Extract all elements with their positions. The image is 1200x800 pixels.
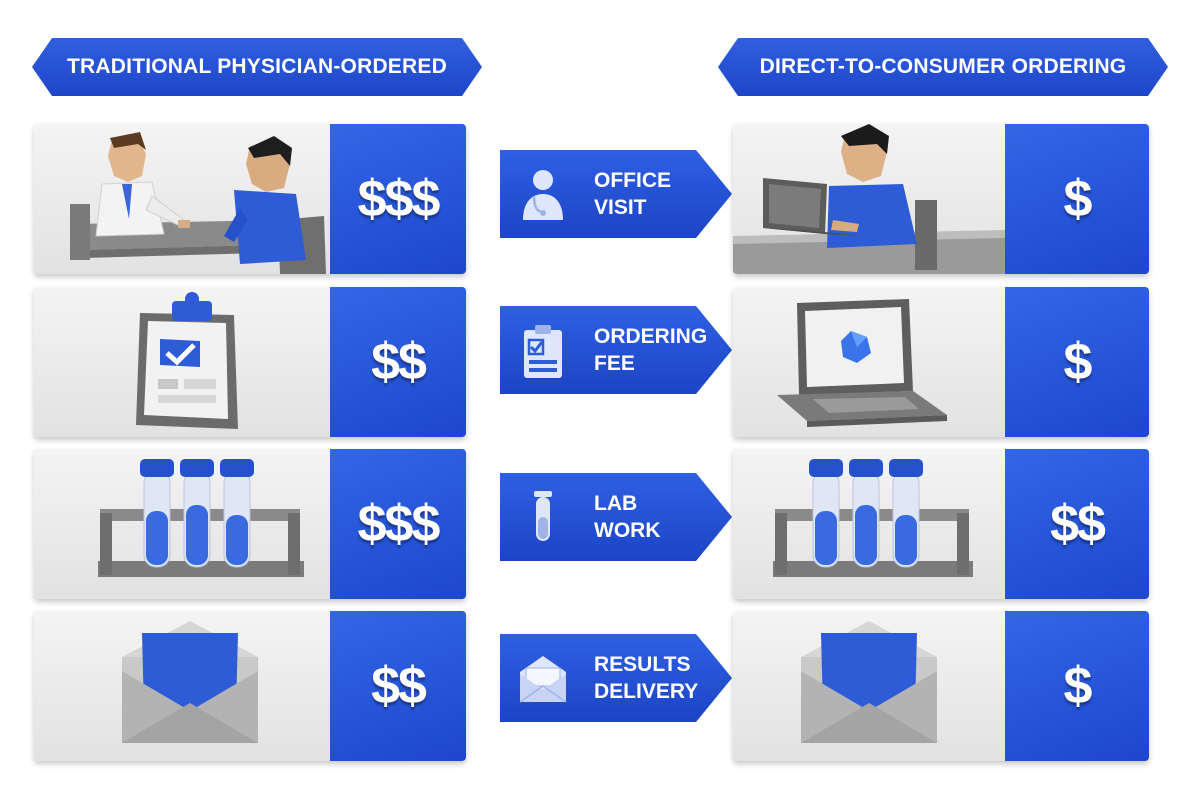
direct-office-visit-cost: $ xyxy=(1005,124,1149,274)
step-results-delivery-line1: RESULTS xyxy=(594,653,691,676)
step-lab-work-line2: WORK xyxy=(594,519,661,542)
direct-ordering-fee-cost: $ xyxy=(1005,287,1149,437)
step-lab-work-line1: LAB xyxy=(594,492,638,515)
traditional-results-delivery-cost: $$ xyxy=(330,611,466,761)
traditional-office-visit-card: $$$ xyxy=(34,124,466,274)
traditional-lab-work-cost: $$$ xyxy=(330,449,466,599)
clipboard-checklist-icon xyxy=(524,325,562,378)
test-tube-rack-icon xyxy=(34,449,330,599)
traditional-office-visit-cost: $$$ xyxy=(330,124,466,274)
traditional-ordering-fee-card: $$ xyxy=(34,287,466,437)
envelope-icon xyxy=(519,656,567,703)
test-tube-icon xyxy=(534,491,552,541)
test-tube-rack-icon xyxy=(733,449,1005,599)
direct-lab-work-cost: $$ xyxy=(1005,449,1149,599)
direct-results-delivery-cost: $ xyxy=(1005,611,1149,761)
step-office-visit-line2: VISIT xyxy=(594,196,647,219)
direct-header-label: DIRECT-TO-CONSUMER ORDERING xyxy=(759,55,1127,78)
step-results-delivery: RESULTS DELIVERY xyxy=(500,634,732,722)
step-lab-work: LAB WORK xyxy=(500,473,732,561)
step-results-delivery-line2: DELIVERY xyxy=(594,680,699,703)
traditional-header-label: TRADITIONAL PHYSICIAN-ORDERED xyxy=(67,55,447,78)
direct-ordering-fee-card: $ xyxy=(733,287,1149,437)
traditional-header-banner: TRADITIONAL PHYSICIAN-ORDERED xyxy=(32,38,482,96)
laptop-icon xyxy=(733,287,1005,437)
clipboard-checkmark-icon xyxy=(34,287,330,437)
direct-results-delivery-card: $ xyxy=(733,611,1149,761)
direct-office-visit-card: $ xyxy=(733,124,1149,274)
step-ordering-fee-line2: FEE xyxy=(594,352,635,375)
direct-header-banner: DIRECT-TO-CONSUMER ORDERING xyxy=(718,38,1168,96)
doctor-icon xyxy=(523,170,563,220)
direct-lab-work-card: $$ xyxy=(733,449,1149,599)
open-envelope-icon xyxy=(34,611,330,761)
step-ordering-fee-line1: ORDERING xyxy=(594,325,708,348)
doctor-patient-consultation-icon xyxy=(34,124,330,274)
traditional-ordering-fee-cost: $$ xyxy=(330,287,466,437)
step-office-visit: OFFICE VISIT xyxy=(500,150,732,238)
traditional-lab-work-card: $$$ xyxy=(34,449,466,599)
person-at-laptop-icon xyxy=(733,124,1005,274)
step-ordering-fee: ORDERING FEE xyxy=(500,306,732,394)
open-envelope-icon xyxy=(733,611,1005,761)
step-office-visit-line1: OFFICE xyxy=(594,169,671,192)
traditional-results-delivery-card: $$ xyxy=(34,611,466,761)
